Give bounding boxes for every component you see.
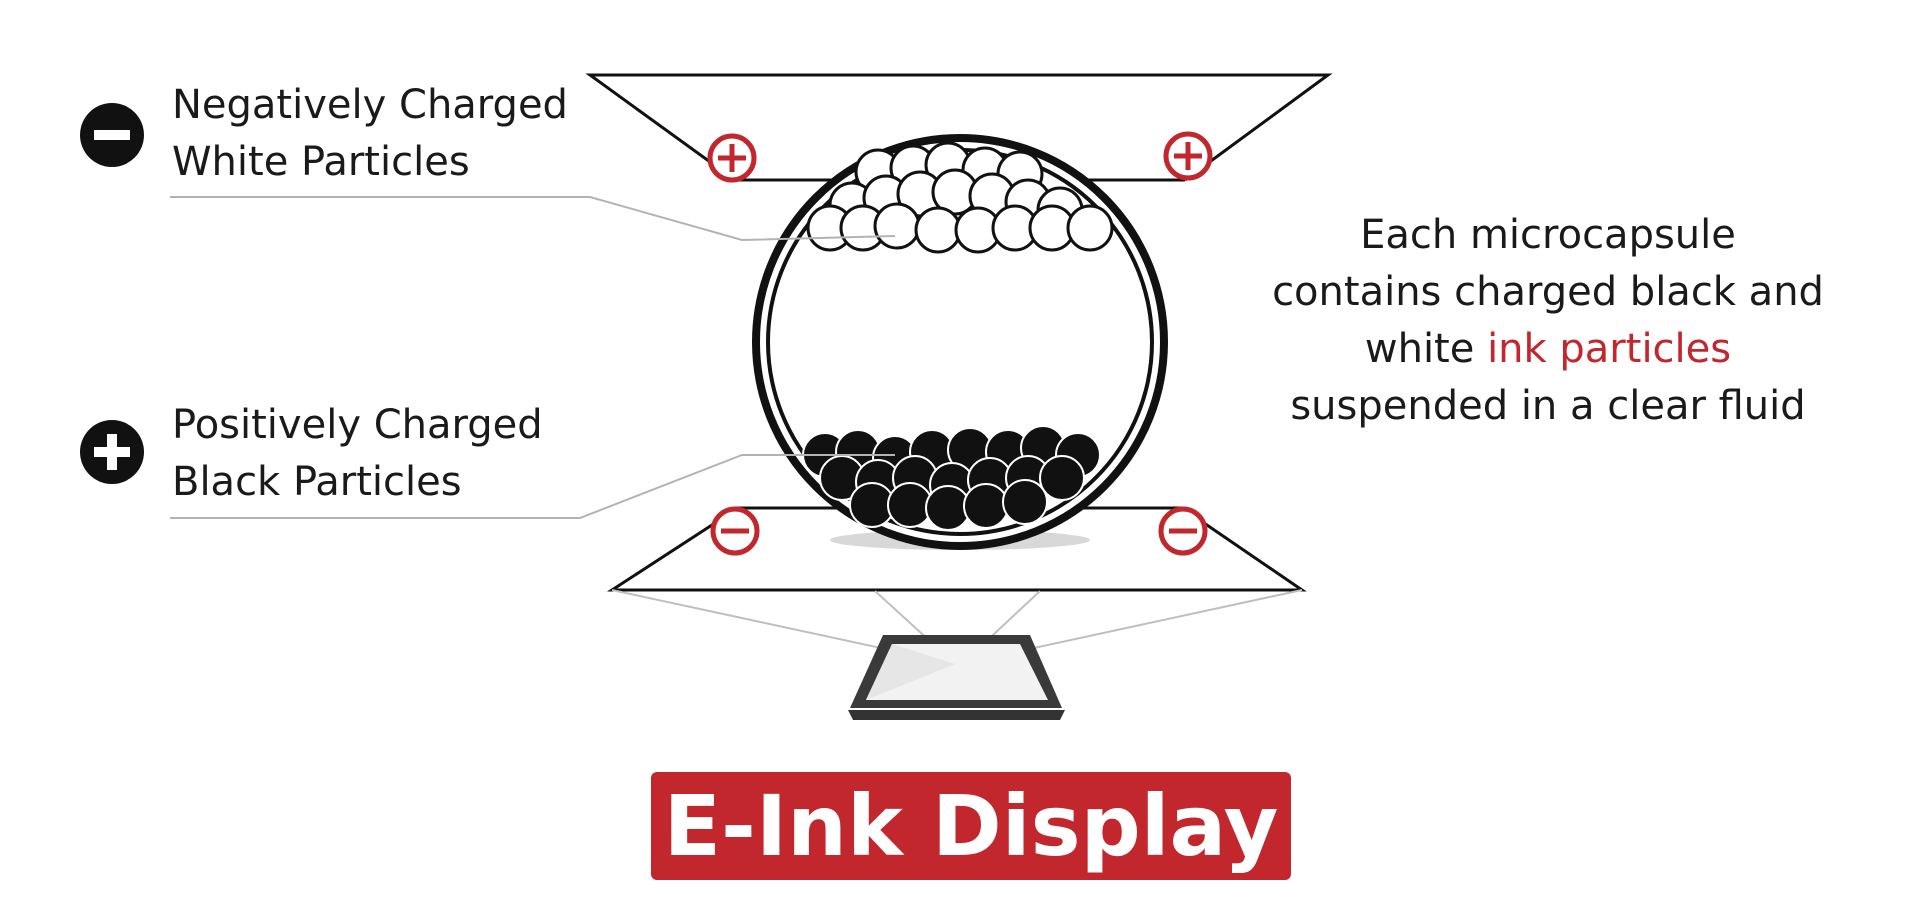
description-line3-prefix: white: [1365, 326, 1487, 372]
leader-line-black: [170, 454, 895, 519]
black-particle: [1039, 455, 1085, 501]
electrode-minus-icon-left: [710, 506, 760, 556]
minus-circle-icon: [80, 103, 144, 167]
leader-lines: [170, 196, 896, 519]
white-particles: [806, 141, 1114, 254]
black-particles: [802, 425, 1101, 531]
positive-label-line1: Positively Charged: [172, 402, 543, 448]
electrode-plus-icon-right: [1163, 131, 1213, 181]
black-particle: [963, 483, 1009, 529]
positive-label-line2: Black Particles: [172, 459, 462, 505]
white-particle: [1066, 204, 1114, 252]
ink-particles-highlight: ink particles: [1487, 326, 1731, 372]
white-particle: [914, 206, 962, 254]
description-line1: Each microcapsule: [1360, 212, 1736, 258]
title-banner: E-Ink Display: [651, 772, 1291, 880]
ereader-device-icon: [848, 635, 1065, 720]
negative-label-line1: Negatively Charged: [172, 82, 568, 128]
leader-line-white: [170, 196, 896, 242]
description-line3: white ink particles: [1365, 326, 1731, 372]
plus-circle-icon: [80, 420, 144, 484]
bottom-electrode: [606, 506, 1307, 592]
electrode-plus-icon-left: [707, 133, 757, 183]
negative-label-line2: White Particles: [172, 139, 470, 185]
banner-title: E-Ink Display: [664, 777, 1279, 875]
description-line2: contains charged black and: [1272, 269, 1824, 315]
electrode-minus-icon-right: [1158, 506, 1208, 556]
top-electrode: [585, 73, 1333, 182]
black-particle: [1002, 479, 1048, 525]
white-particle: [873, 202, 921, 250]
description-line4: suspended in a clear fluid: [1290, 383, 1805, 429]
